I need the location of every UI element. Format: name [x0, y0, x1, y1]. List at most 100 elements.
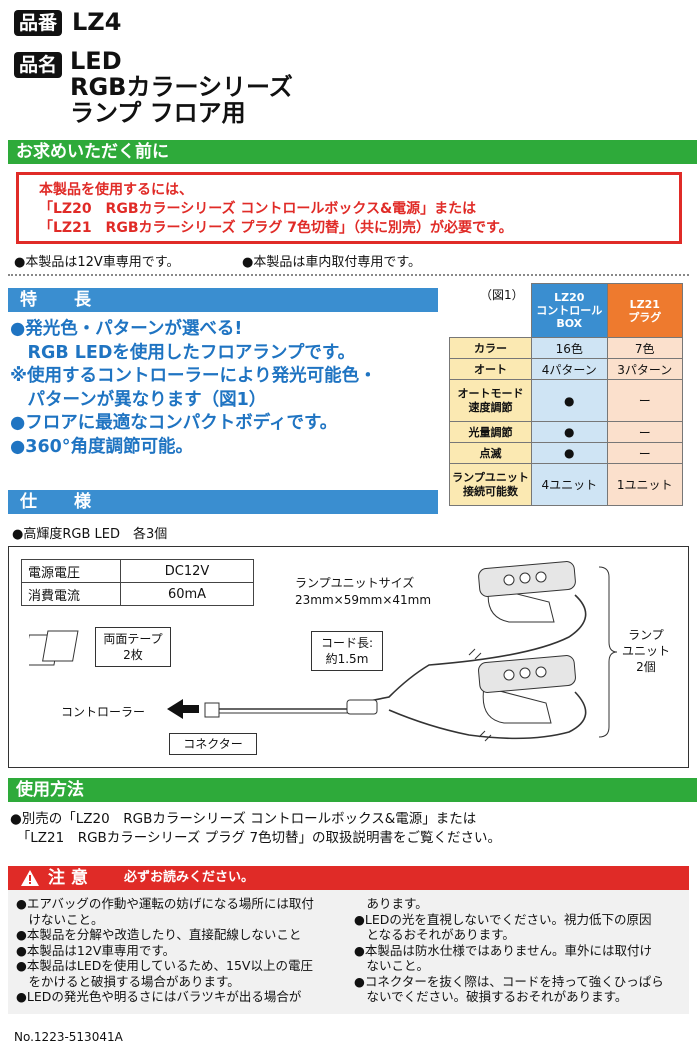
document-number: No.1223-513041A [14, 1030, 123, 1044]
spec-key: 電源電圧 [21, 559, 121, 583]
label-line: オートモード [457, 386, 524, 400]
usage-title: 使用方法 [8, 778, 697, 802]
cell-lz20-brightness: ● [531, 421, 608, 443]
tape-label: 両面テープ 2枚 [95, 627, 171, 667]
caution-line: ●LEDの光を直視しないでください。視力低下の原因 [354, 911, 652, 927]
corner-empty [450, 284, 532, 338]
row-label-brightness: 光量調節 [448, 421, 533, 443]
features-title: 特 長 [8, 288, 438, 312]
usage-text: ●別売の「LZ20 RGBカラーシリーズ コントロールボックス&電源」または 「… [10, 810, 501, 848]
caution-body: ●エアバッグの作動や運転の妨げになる場所には取付 けないこと。 ●本製品を分解や… [8, 890, 689, 1014]
cell-lz21-units: 1ユニット [606, 463, 683, 506]
lamp-unit-icon [478, 561, 576, 623]
lamp-units-line: 2個 [636, 660, 656, 674]
product-name-line: ランプ フロア用 [70, 99, 246, 127]
tape-line: 両面テープ [103, 632, 163, 646]
caution-line: ないでください。破損するおそれがあります。 [354, 989, 628, 1004]
caution-left-column: ●エアバッグの作動や運転の妨げになる場所には取付 けないこと。 ●本製品を分解や… [16, 896, 314, 1005]
caution-line: ●エアバッグの作動や運転の妨げになる場所には取付 [16, 896, 314, 911]
tape-line: 2枚 [123, 648, 143, 662]
label-line: ランプユニット [452, 470, 529, 484]
spec-title: 仕 様 [8, 490, 438, 514]
cord-length-label: コード長: 約1.5m [311, 631, 383, 671]
divider [8, 274, 689, 276]
spec-diagram-frame: 電源電圧 DC12V 消費電流 60mA 両面テープ 2枚 ランプユニットサイズ… [8, 546, 689, 768]
row-label-speed: オートモード 速度調節 [448, 379, 533, 422]
cell-lz21-color: 7色 [606, 337, 683, 359]
part-number: LZ4 [72, 8, 122, 36]
arrow-left-icon [167, 699, 199, 719]
caution-title: 注 意 [48, 868, 88, 888]
caution-line: ●本製品は12V車専用です。 [16, 942, 176, 958]
lamp-units-label: ランプ ユニット 2個 [617, 623, 675, 679]
controller-label: コントローラー [61, 705, 146, 719]
product-name-tag: 品名 [14, 52, 63, 78]
caution-line: ●コネクターを抜く際は、コードを持って強くひっぱら [354, 973, 664, 989]
warning-line: 本製品を使用するには、 [39, 182, 193, 198]
feature-line: ●フロアに最適なコンパクトボディです。 [10, 413, 338, 433]
caution-line: あります。 [354, 896, 428, 911]
label-line: 接続可能数 [463, 484, 519, 498]
unit-size-label: ランプユニットサイズ [295, 576, 415, 590]
product-name-line: LED [70, 47, 122, 75]
header-line: LZ21 [629, 297, 660, 311]
warning-line: 「LZ21 RGBカラーシリーズ プラグ 7色切替」（共に別売）が必要です。 [39, 220, 513, 236]
spec-value: 60mA [120, 582, 254, 606]
caution-line: けないこと。 [16, 911, 104, 927]
col-header-lz20: LZ20 コントロール BOX [531, 283, 608, 338]
features-list: ●発光色・パターンが選べる! RGB LEDを使用したフロアランプです。 ※使用… [10, 318, 377, 459]
part-number-tag: 品番 [14, 10, 63, 36]
spec-led: ●高輝度RGB LED 各3個 [12, 527, 168, 542]
cell-lz21-blink: ー [606, 442, 683, 464]
feature-line: ●360°角度調節可能。 [10, 436, 194, 457]
feature-line: ※使用するコントローラーにより発光可能色・ [10, 366, 377, 386]
caution-line: となるおそれがあります。 [354, 927, 515, 942]
caution-bar: 注 意 必ずお読みください。 [8, 866, 689, 890]
usage-line: 「LZ21 RGBカラーシリーズ プラグ 7色切替」の取扱説明書をご覧ください。 [10, 830, 502, 846]
col-header-lz21: LZ21 プラグ [606, 283, 683, 338]
prereq-warning-text: 本製品を使用するには、 「LZ20 RGBカラーシリーズ コントロールボックス&… [39, 181, 513, 238]
cell-lz21-auto: 3パターン [606, 358, 683, 380]
header-line: LZ20 [554, 291, 585, 304]
lamp-units-line: ユニット [621, 644, 670, 658]
product-name-line: RGBカラーシリーズ [70, 73, 293, 101]
lamp-units-line: ランプ [628, 628, 664, 642]
header-line: プラグ [628, 310, 662, 324]
product-name: LED RGBカラーシリーズ ランプ フロア用 [70, 48, 293, 126]
cell-lz20-blink: ● [531, 442, 608, 464]
cell-lz21-brightness: ー [606, 421, 683, 443]
feature-line: ●発光色・パターンが選べる! [10, 319, 243, 339]
cell-lz20-auto: 4パターン [531, 358, 608, 380]
spec-key: 消費電流 [21, 582, 121, 606]
figure1-table: LZ20 コントロール BOX LZ21 プラグ カラー 16色 7色 オート … [448, 283, 683, 506]
cell-lz20-units: 4ユニット [531, 463, 608, 506]
caution-line: ●本製品は防水仕様ではありません。車外には取付け [354, 942, 653, 958]
warning-line: 「LZ20 RGBカラーシリーズ コントロールボックス&電源」または [39, 201, 477, 217]
label-line: 速度調節 [468, 400, 513, 414]
feature-line: パターンが異なります（図1） [10, 389, 267, 410]
caution-line: ないこと。 [354, 958, 430, 973]
prereq-note-interior: ●本製品は車内取付専用です。 [242, 255, 422, 270]
cord-line: コード長: [320, 636, 374, 650]
prereq-title: お求めいただく前に [8, 140, 697, 164]
header-line: コントロール [536, 304, 603, 317]
cell-lz21-speed: ー [606, 379, 683, 422]
caution-line: をかけると破損する場合があります。 [16, 973, 240, 989]
row-label-auto: オート [448, 358, 533, 380]
caution-line: ●本製品はLEDを使用しているため、15V以上の電圧 [16, 958, 313, 973]
warning-triangle-icon [21, 870, 39, 886]
unit-size: ランプユニットサイズ 23mm×59mm×41mm [295, 575, 431, 609]
caution-line: ●本製品を分解や改造したり、直接配線しないこと [16, 927, 302, 942]
feature-line: RGB LEDを使用したフロアランプです。 [10, 342, 356, 363]
caution-right-column: あります。 ●LEDの光を直視しないでください。視力低下の原因 となるおそれがあ… [354, 896, 664, 1005]
row-label-units: ランプユニット 接続可能数 [448, 463, 533, 506]
lamp-unit-icon [478, 655, 576, 724]
prereq-warning-box: 本製品を使用するには、 「LZ20 RGBカラーシリーズ コントロールボックス&… [16, 172, 682, 244]
row-label-blink: 点滅 [448, 442, 533, 464]
unit-size-value: 23mm×59mm×41mm [295, 593, 432, 607]
wiring-diagram [167, 561, 618, 742]
cell-lz20-speed: ● [531, 379, 608, 422]
header-line: BOX [556, 317, 583, 330]
figure1-label: （図1） [480, 288, 524, 302]
cord-line: 約1.5m [325, 652, 369, 666]
